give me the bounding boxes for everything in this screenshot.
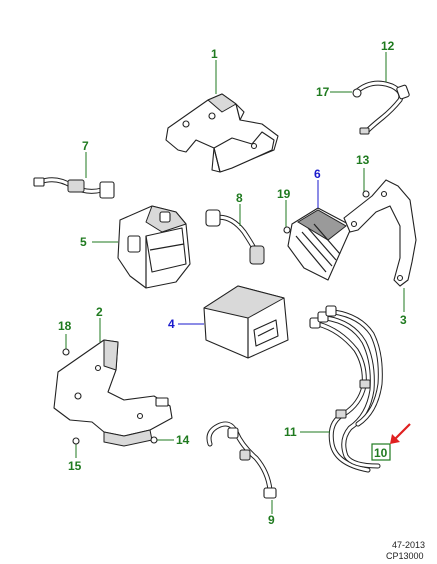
callout-18: 18 [58,319,72,333]
callout-10: 10 [374,446,388,460]
callout-10-box [371,443,391,461]
part-10-11-harness [309,305,383,473]
callout-5: 5 [80,235,87,249]
part-4-module-box [203,285,289,359]
part-1-bracket [165,93,279,173]
callout-7: 7 [82,139,89,153]
part-5-housing [117,205,191,289]
part-2-bracket [53,339,173,447]
callout-1: 1 [211,47,218,61]
callout-17: 17 [316,85,330,99]
part-7-harness [33,177,115,199]
part-6-module [287,207,353,281]
callout-11: 11 [284,425,297,439]
callout-6: 6 [314,167,321,181]
callout-9: 9 [268,513,275,527]
part-8-strap [205,209,265,265]
screw-13-icon [362,190,370,198]
callout-12: 12 [381,39,395,53]
callout-8: 8 [236,191,243,205]
part-9-harness [206,421,277,499]
footer-code-1: 47-2013 [392,540,425,550]
part-3-bracket [343,179,417,287]
screw-14-icon [150,436,158,444]
footer-code-2: CP13000 [386,551,424,561]
part-12-cable [352,80,410,135]
callout-19: 19 [277,187,291,201]
screw-19-icon [283,226,291,234]
callout-4: 4 [168,317,175,331]
screw-18-icon [62,348,70,356]
callout-15: 15 [68,459,82,473]
screw-15-icon [72,437,80,445]
highlight-arrow-icon [390,423,411,444]
callout-13: 13 [356,153,370,167]
callout-14: 14 [176,433,190,447]
callout-2: 2 [96,305,103,319]
callout-3: 3 [400,313,407,327]
